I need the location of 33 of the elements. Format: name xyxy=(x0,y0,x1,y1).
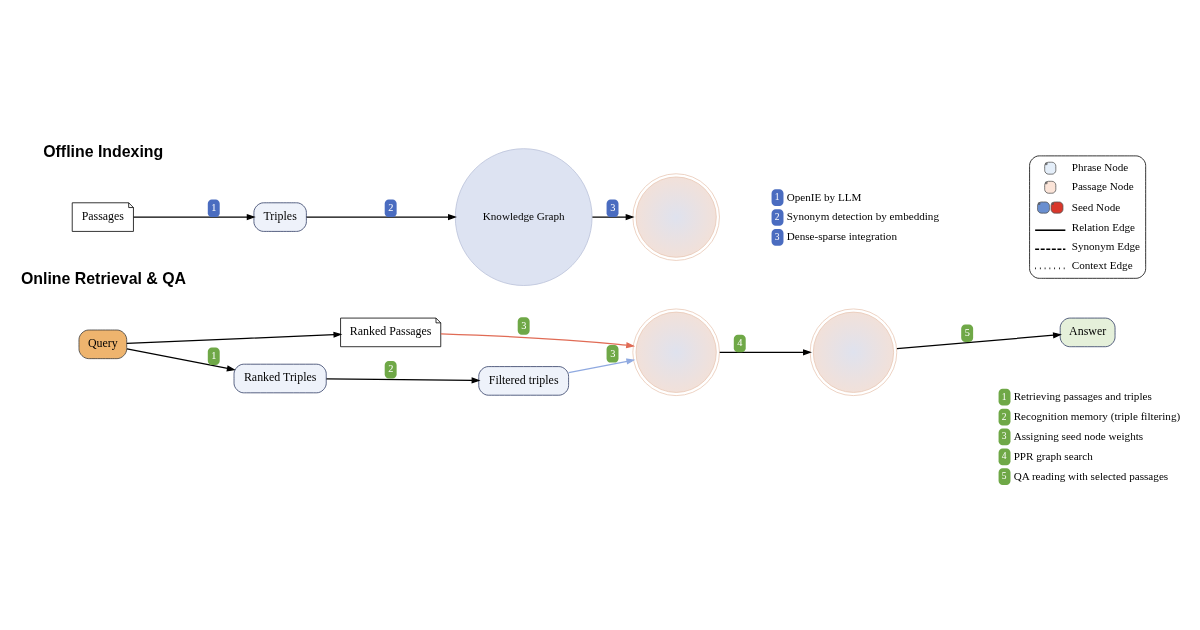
label: 1 xyxy=(774,190,780,202)
edge-label: 3 xyxy=(521,319,527,331)
label: 2 xyxy=(1001,410,1007,422)
label: Dense-sparse integration xyxy=(786,229,897,242)
label: QA reading with selected passages xyxy=(1013,469,1169,482)
edge-label: 3 xyxy=(610,201,616,213)
label: Assigning seed node weights xyxy=(1013,429,1144,442)
legend-label: Phrase Node xyxy=(1071,160,1129,173)
label: 4 xyxy=(1001,449,1007,461)
label: Retrieving passages and triples xyxy=(1013,389,1152,402)
edge-label: 3 xyxy=(610,347,616,359)
legend-label: Passage Node xyxy=(1071,179,1134,192)
legend-label: Seed Node xyxy=(1071,200,1121,212)
label: Synonym detection by embedding xyxy=(786,209,939,222)
edge-label: 4 xyxy=(737,336,743,348)
label: 1 xyxy=(1001,390,1007,402)
label: Offline Indexing xyxy=(43,142,164,160)
label: Recognition memory (triple filtering) xyxy=(1013,409,1181,422)
edge-label: 2 xyxy=(388,362,394,374)
edge-label: 2 xyxy=(388,201,394,213)
label: Online Retrieval & QA xyxy=(20,269,187,287)
edge-label: 1 xyxy=(211,349,217,361)
label: 3 xyxy=(1001,429,1007,441)
label: 3 xyxy=(774,230,780,242)
edge-label: 5 xyxy=(964,326,970,338)
label: 2 xyxy=(774,210,780,222)
legend-label: Relation Edge xyxy=(1071,220,1136,233)
legend-label: Context Edge xyxy=(1071,258,1133,271)
label: PPR graph search xyxy=(1013,449,1093,462)
legend-label: Synonym Edge xyxy=(1071,239,1141,252)
edge-label: 1 xyxy=(211,201,217,213)
label: 5 xyxy=(1001,469,1007,481)
label: OpenIE by LLM xyxy=(786,190,862,203)
